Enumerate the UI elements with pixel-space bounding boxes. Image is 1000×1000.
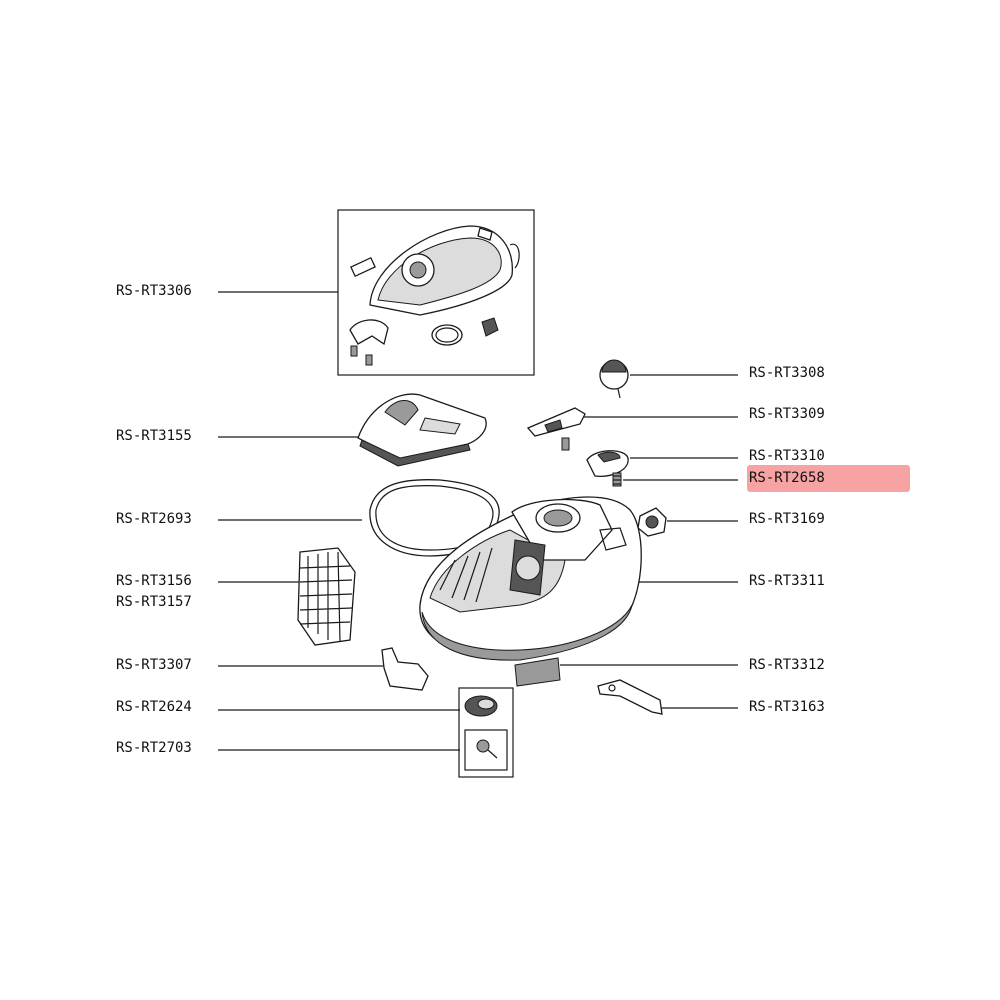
part-rt3163-clip[interactable] <box>597 679 663 715</box>
part-rt3312-plate[interactable] <box>514 657 561 687</box>
part-rt3169-cap[interactable] <box>637 507 667 537</box>
label-rs-rt3163[interactable]: RS-RT3163 <box>749 699 825 715</box>
part-rt3306-cover-kit[interactable] <box>337 209 535 376</box>
label-rs-rt3311[interactable]: RS-RT3311 <box>749 573 825 589</box>
label-rs-rt3308[interactable]: RS-RT3308 <box>749 365 825 381</box>
label-rs-rt3310[interactable]: RS-RT3310 <box>749 448 825 464</box>
part-rt3310-button[interactable] <box>586 450 629 477</box>
part-rt3307-bracket[interactable] <box>381 647 429 691</box>
label-rs-rt3155[interactable]: RS-RT3155 <box>116 428 192 444</box>
part-rt2658-spring[interactable] <box>612 472 622 487</box>
label-rs-rt3312[interactable]: RS-RT3312 <box>749 657 825 673</box>
label-rs-rt2658[interactable]: RS-RT2658 <box>749 470 825 486</box>
part-rt3309-lever[interactable] <box>526 407 586 451</box>
label-rs-rt3157[interactable]: RS-RT3157 <box>116 594 192 610</box>
part-rt3308-knob[interactable] <box>599 359 629 399</box>
leader-lines <box>218 291 738 751</box>
part-rt3311-main-body[interactable] <box>419 496 642 661</box>
label-rs-rt3169[interactable]: RS-RT3169 <box>749 511 825 527</box>
label-rs-rt3306[interactable]: RS-RT3306 <box>116 283 192 299</box>
label-rs-rt2693[interactable]: RS-RT2693 <box>116 511 192 527</box>
part-rt3156-filter-grid[interactable] <box>297 547 356 646</box>
label-rs-rt3307[interactable]: RS-RT3307 <box>116 657 192 673</box>
label-rs-rt3156[interactable]: RS-RT3156 <box>116 573 192 589</box>
label-rs-rt2624[interactable]: RS-RT2624 <box>116 699 192 715</box>
selected-part-highlight <box>747 465 910 492</box>
part-rt3155-handle[interactable] <box>357 393 487 467</box>
part-rt2693-gasket[interactable] <box>369 479 500 557</box>
label-rs-rt3309[interactable]: RS-RT3309 <box>749 406 825 422</box>
label-rs-rt2703[interactable]: RS-RT2703 <box>116 740 192 756</box>
part-rt2624-rt2703-box[interactable] <box>458 687 514 778</box>
